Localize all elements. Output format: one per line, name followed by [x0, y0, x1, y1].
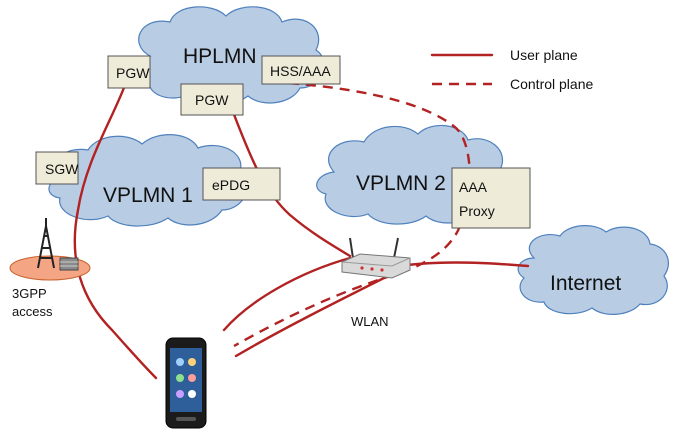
hss-aaa-node: HSS/AAA: [261, 55, 341, 85]
legend-control-plane-label: Control plane: [510, 76, 593, 92]
smartphone-icon: [165, 337, 207, 429]
pgw-center-node: PGW: [180, 83, 244, 116]
access-label-line2: access: [12, 304, 53, 319]
user-plane-wlan-path-1: [222, 256, 352, 332]
legend: User plane Control plane: [430, 47, 593, 92]
control-plane-aaa-wlan-path: [233, 225, 462, 348]
pgw-center-label: PGW: [195, 92, 229, 108]
internet-cloud: [517, 225, 669, 315]
hplmn-label: HPLMN: [183, 45, 257, 68]
wlan-label: WLAN: [351, 314, 389, 329]
sgw-label: SGW: [45, 161, 79, 177]
epdg-label: ePDG: [212, 177, 250, 193]
hss-aaa-label: HSS/AAA: [270, 63, 331, 79]
user-plane-wlan-path-2: [234, 270, 398, 358]
vplmn2-label: VPLMN 2: [356, 172, 446, 195]
aaa-proxy-label-line1: AAA: [459, 179, 488, 195]
epdg-node: ePDG: [202, 167, 281, 201]
user-plane-3gpp-path: [73, 83, 158, 380]
sgw-node: SGW: [35, 151, 79, 185]
legend-user-plane-label: User plane: [510, 47, 578, 63]
wifi-router-icon: [341, 237, 411, 279]
vplmn1-label: VPLMN 1: [103, 184, 193, 207]
control-plane-paths: [233, 80, 472, 348]
user-plane-pgw-epdg-path: [231, 110, 352, 258]
access-label-line1: 3GPP: [12, 286, 47, 301]
internet-label: Internet: [550, 272, 621, 295]
user-plane-paths: [73, 83, 530, 380]
aaa-proxy-label-line2: Proxy: [459, 203, 495, 219]
pgw-left-label: PGW: [116, 65, 150, 81]
aaa-proxy-node: AAA Proxy: [451, 167, 531, 229]
pgw-left-node: PGW: [107, 55, 151, 89]
control-plane-hss-aaa-path: [271, 80, 472, 187]
cell-tower-icon: [9, 218, 91, 281]
